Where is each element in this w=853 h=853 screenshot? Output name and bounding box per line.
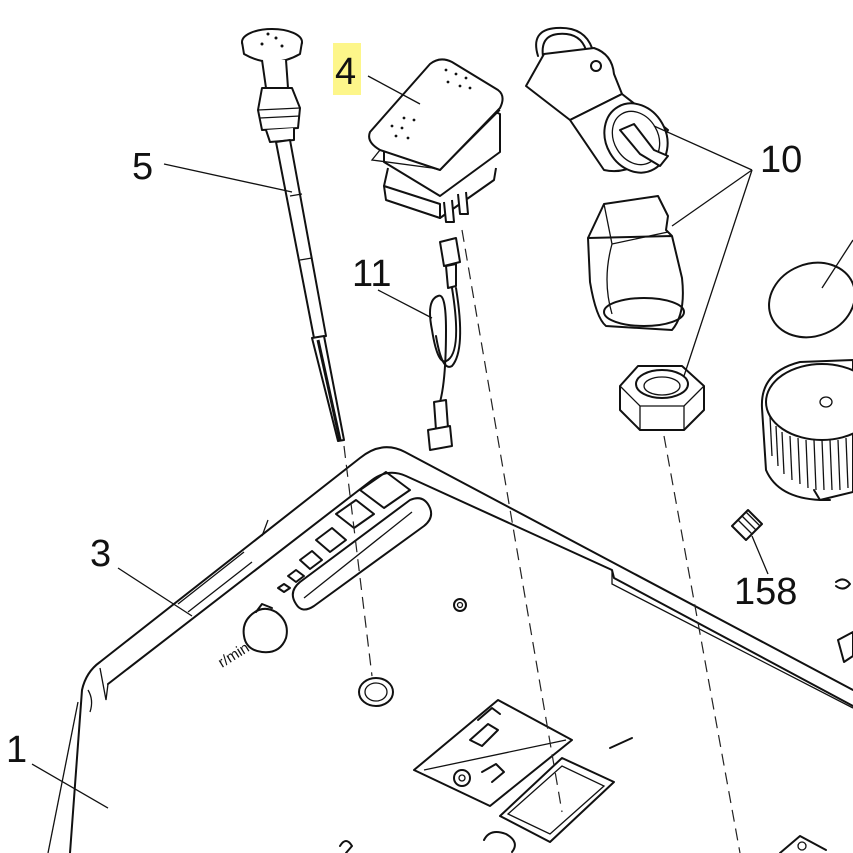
leader-lines [31, 75, 853, 853]
assembly-guide-lines [343, 229, 741, 853]
callout-1: 1 [6, 729, 27, 771]
washer-disc [768, 261, 853, 339]
callout-3: 3 [90, 533, 111, 575]
callout-labels: 1 3 4 5 10 11 158 [6, 43, 802, 771]
dipstick-part-5 [241, 28, 345, 442]
set-screw-158 [731, 509, 763, 541]
callout-158: 158 [734, 571, 797, 613]
right-edge-detail [835, 578, 853, 663]
callout-5: 5 [132, 146, 153, 188]
throttle-knob [760, 359, 853, 501]
callout-4-highlight [333, 43, 361, 95]
rpm-symbol: r/min [215, 603, 288, 671]
rocker-switch-part-4 [368, 58, 504, 223]
control-panel: r/min [69, 446, 853, 853]
callout-4: 4 [335, 51, 356, 93]
key-switch-part-10 [525, 26, 705, 431]
wire-harness-part-11 [427, 237, 462, 451]
callout-11: 11 [352, 253, 391, 295]
speed-steps [277, 471, 411, 593]
callout-10: 10 [760, 139, 802, 181]
choke-decal [413, 699, 573, 807]
